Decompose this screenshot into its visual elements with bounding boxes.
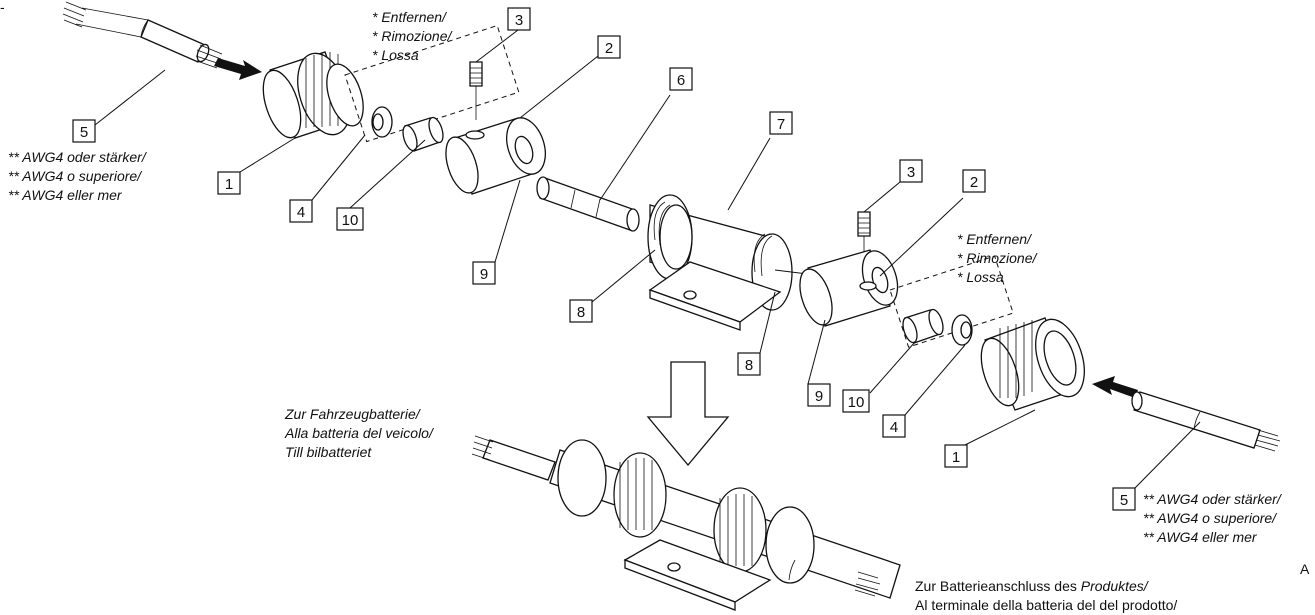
insert-arrow-right [1092, 376, 1138, 398]
svg-text:1: 1 [952, 449, 960, 466]
callout-5-left: 5 [72, 119, 96, 143]
svg-text:* Entfernen/: * Entfernen/ [372, 9, 448, 25]
right-connector-2 [799, 249, 899, 327]
product-terminal-label: Zur Batterieanschluss des Produktes/ Al … [915, 578, 1177, 613]
left-screw-3 [469, 61, 483, 120]
svg-text:** AWG4 o superiore/: ** AWG4 o superiore/ [8, 168, 143, 184]
callout-8-right: 8 [737, 352, 761, 376]
cable-note-left: ** AWG4 oder stärker/ ** AWG4 o superior… [8, 149, 148, 203]
callout-10-left: 10 [336, 207, 364, 231]
svg-text:10: 10 [848, 394, 865, 411]
left-connector-2 [445, 117, 546, 195]
svg-text:Zur Fahrzeugbatterie/: Zur Fahrzeugbatterie/ [284, 406, 422, 422]
svg-text:2: 2 [605, 40, 613, 57]
fuse-6 [536, 176, 640, 232]
callout-9-right: 9 [807, 383, 831, 407]
svg-text:5: 5 [1120, 492, 1128, 509]
fuse-holder-7 [647, 194, 793, 331]
right-cable [1131, 391, 1281, 452]
callout-3-left: 3 [507, 7, 531, 31]
svg-text:10: 10 [342, 212, 359, 229]
removal-note-top: * Entfernen/ * Rimozione/ * Lossa [372, 9, 453, 63]
callout-4-right: 4 [882, 414, 906, 438]
callout-2-left: 2 [597, 35, 621, 59]
callout-5-right: 5 [1112, 487, 1136, 511]
svg-text:6: 6 [677, 72, 685, 89]
svg-text:** AWG4 oder stärker/: ** AWG4 oder stärker/ [1143, 491, 1283, 507]
svg-text:5: 5 [80, 124, 88, 141]
assembled-view [471, 435, 901, 611]
vehicle-battery-label: Zur Fahrzeugbatterie/ Alla batteria del … [284, 406, 435, 460]
svg-text:3: 3 [515, 12, 523, 29]
svg-text:** AWG4 oder stärker/: ** AWG4 oder stärker/ [8, 149, 148, 165]
svg-text:8: 8 [745, 357, 753, 374]
right-sleeve-4 [951, 314, 973, 346]
callout-8-left: 8 [569, 299, 593, 323]
dashed-group-left [344, 24, 520, 143]
edge-letter: A [1300, 561, 1310, 577]
callout-1-left: 1 [217, 171, 241, 195]
callout-7: 7 [769, 111, 793, 135]
svg-text:** AWG4 eller mer: ** AWG4 eller mer [8, 187, 123, 203]
left-sleeve-4 [371, 106, 393, 138]
insert-arrow-left [214, 58, 262, 80]
svg-text:8: 8 [577, 304, 585, 321]
left-nut-1 [262, 51, 364, 139]
svg-text:Alla batteria del veicolo/: Alla batteria del veicolo/ [284, 425, 435, 441]
svg-text:7: 7 [777, 116, 785, 133]
cable-note-right: ** AWG4 oder stärker/ ** AWG4 o superior… [1143, 491, 1283, 545]
right-ferrule-10 [902, 308, 944, 344]
svg-text:Al terminale della batteria de: Al terminale della batteria del del prod… [915, 597, 1177, 613]
svg-text:9: 9 [480, 266, 488, 283]
svg-text:* Lossa: * Lossa [957, 269, 1004, 285]
leader-lines [94, 29, 1201, 489]
svg-text:** AWG4 o superiore/: ** AWG4 o superiore/ [1143, 510, 1278, 526]
right-nut-1 [980, 317, 1085, 411]
callout-4-left: 4 [289, 199, 313, 223]
callout-1-right: 1 [944, 444, 968, 468]
svg-text:Till bilbatteriet: Till bilbatteriet [285, 444, 372, 460]
svg-text:3: 3 [907, 164, 915, 181]
svg-text:* Rimozione/: * Rimozione/ [372, 28, 453, 44]
left-cable [62, 1, 223, 69]
svg-text:2: 2 [970, 174, 978, 191]
svg-text:Zur Batterieanschluss des Prod: Zur Batterieanschluss des Produktes/ [915, 578, 1150, 594]
svg-text:* Rimozione/: * Rimozione/ [957, 250, 1038, 266]
svg-text:4: 4 [890, 419, 898, 436]
left-ferrule-10 [402, 116, 444, 152]
removal-note-right: * Entfernen/ * Rimozione/ * Lossa [957, 231, 1038, 285]
svg-text:4: 4 [297, 204, 305, 221]
callout-2-right: 2 [962, 169, 986, 193]
edge-mark: - [0, 0, 5, 15]
callout-9-left: 9 [472, 261, 496, 285]
callout-3-right: 3 [899, 159, 923, 183]
assembly-down-arrow [646, 361, 730, 467]
callout-10-right: 10 [842, 389, 870, 413]
svg-text:9: 9 [815, 388, 823, 405]
svg-text:* Entfernen/: * Entfernen/ [957, 231, 1033, 247]
svg-text:1: 1 [225, 176, 233, 193]
callout-6: 6 [669, 67, 693, 91]
svg-text:** AWG4 eller mer: ** AWG4 eller mer [1143, 529, 1258, 545]
svg-text:* Lossa: * Lossa [372, 47, 419, 63]
